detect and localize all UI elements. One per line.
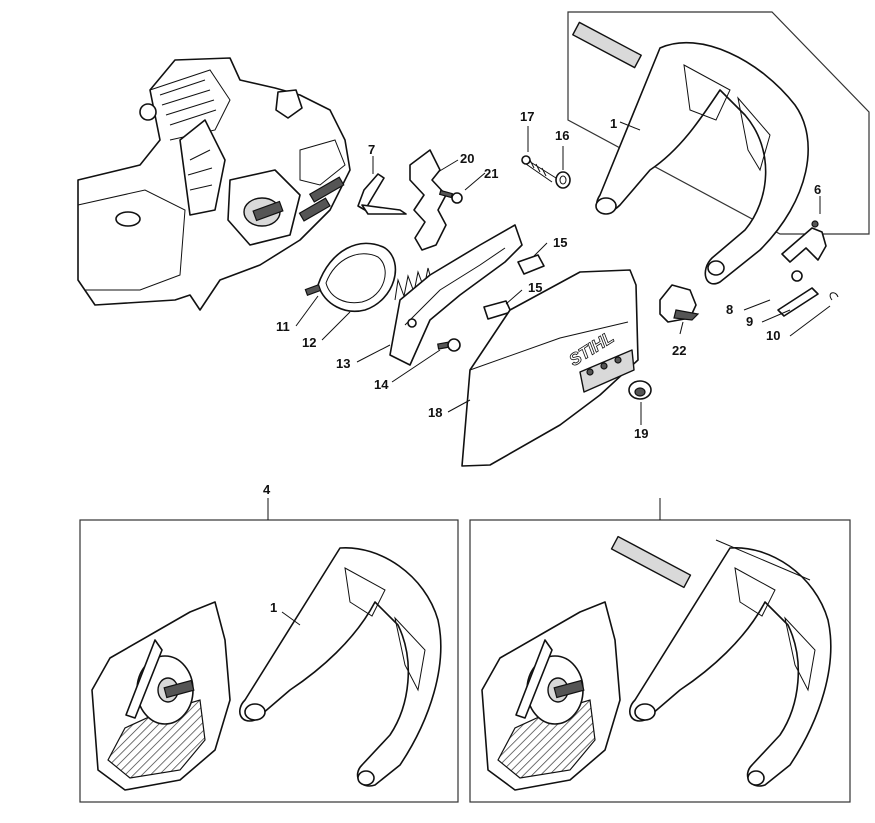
kit-4-hand-guard[interactable] (239, 547, 442, 787)
part-20-brake-lever[interactable] (409, 149, 447, 251)
kit-right-sprocket-cover[interactable] (481, 601, 621, 791)
part-16-nut[interactable] (555, 171, 571, 189)
kit-4-sprocket-cover[interactable] (91, 601, 231, 791)
part-6-lever[interactable] (781, 220, 827, 263)
callout-6: 6 (814, 182, 821, 197)
hand-guard-inset-frame (567, 11, 870, 235)
callout-11: 11 (276, 319, 290, 334)
part-10-circlip[interactable] (829, 292, 839, 301)
callout-21: 21 (484, 166, 498, 181)
part-22-bracket[interactable] (659, 284, 700, 323)
leader-lines (267, 121, 831, 626)
callout-12: 12 (302, 335, 316, 350)
callout-13: 13 (336, 356, 350, 371)
callout-9: 9 (746, 314, 753, 329)
callout-10: 10 (766, 328, 780, 343)
kit-4-frame (79, 519, 459, 803)
part-18-sprocket-cover[interactable]: STIHL (461, 269, 639, 467)
callout-15-upper: 15 (553, 235, 567, 250)
callout-8: 8 (726, 302, 733, 317)
callout-14: 14 (374, 377, 389, 392)
callout-18: 18 (428, 405, 442, 420)
callout-20: 20 (460, 151, 474, 166)
callout-16: 16 (555, 128, 569, 143)
part-9-link[interactable] (777, 287, 819, 317)
callout-15-lower: 15 (528, 280, 542, 295)
hand-guard-top[interactable] (572, 21, 809, 285)
callout-19: 19 (634, 426, 648, 441)
part-11-12-brake-band[interactable] (304, 242, 397, 312)
part-21-screw[interactable] (438, 189, 463, 204)
part-13-chain-brake[interactable] (389, 224, 523, 366)
part-14-screw[interactable] (437, 338, 461, 352)
callout-1-bottom: 1 (270, 600, 277, 615)
callout-1-top: 1 (610, 116, 617, 131)
part-7-clip[interactable] (357, 173, 407, 215)
engine-housing (77, 57, 351, 311)
callout-7: 7 (368, 142, 375, 157)
callout-labels: 1 4 6 7 8 9 10 11 12 13 14 15 15 16 17 1… (263, 109, 821, 615)
part-8-washer[interactable] (791, 270, 803, 282)
part-17-tensioner-screw[interactable] (521, 155, 557, 183)
part-19-bar-nut[interactable] (628, 380, 652, 400)
callout-17: 17 (520, 109, 534, 124)
callout-22: 22 (672, 343, 686, 358)
kit-right-hand-guard[interactable] (610, 535, 832, 787)
callout-4: 4 (263, 482, 271, 497)
part-15-nut-upper[interactable] (517, 254, 545, 275)
